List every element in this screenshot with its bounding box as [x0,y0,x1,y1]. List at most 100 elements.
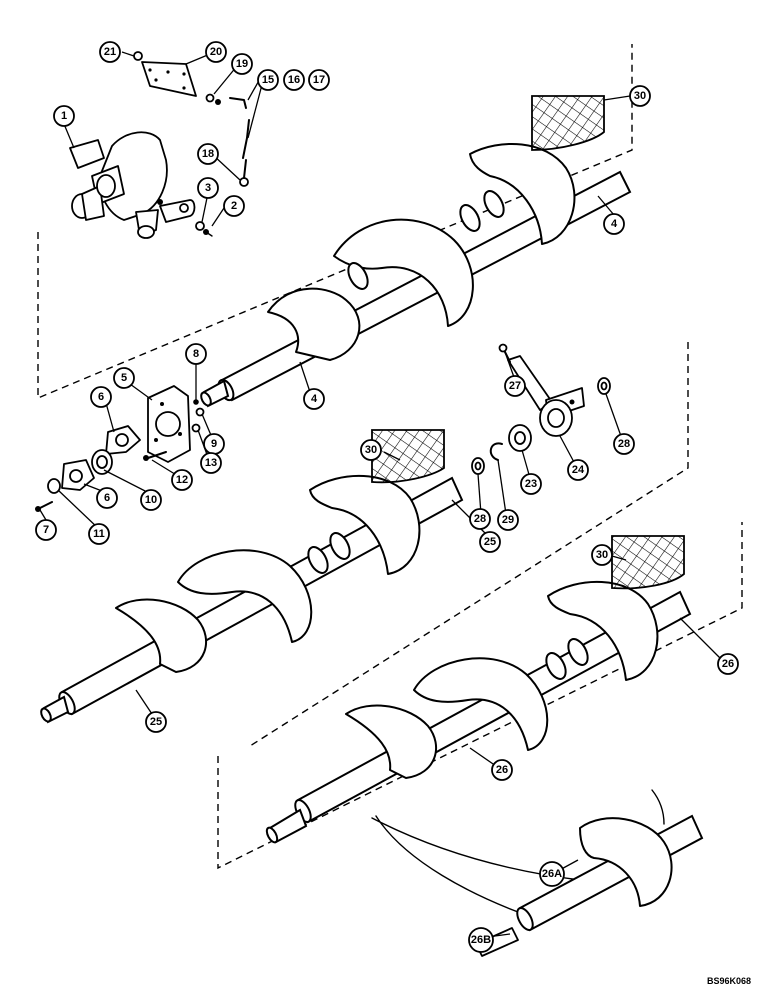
callout-1: 1 [53,105,75,127]
callout-7: 7 [35,519,57,541]
shield-middle [371,429,445,484]
bearing-23 [508,424,532,452]
bearing-plate-5 [147,385,191,463]
svg-text:5: 5 [121,372,127,384]
svg-text:26: 26 [496,764,508,776]
callout-25-upper: 25 [479,531,501,553]
svg-text:1: 1 [61,110,67,122]
svg-text:30: 30 [596,549,608,561]
callout-17: 17 [308,69,330,91]
svg-text:7: 7 [43,524,49,536]
bolt-12 [143,451,167,461]
svg-text:26A: 26A [542,868,562,880]
callout-6-lower: 6 [96,487,118,509]
shield-upper [531,95,605,151]
callout-18: 18 [197,143,219,165]
svg-text:21: 21 [104,46,116,58]
callout-4-upper: 4 [603,213,625,235]
callout-15: 15 [257,69,279,91]
washer-11 [47,478,61,494]
hardware-19 [205,93,221,105]
svg-text:8: 8 [193,348,199,360]
shield-lower [611,535,685,590]
svg-text:2: 2 [231,200,237,212]
svg-text:6: 6 [104,492,110,504]
svg-text:27: 27 [509,380,521,392]
svg-text:24: 24 [572,464,585,476]
svg-text:25: 25 [484,536,496,548]
svg-text:26: 26 [722,658,734,670]
svg-text:15: 15 [262,74,274,86]
callout-25-lower: 25 [145,711,167,733]
svg-text:23: 23 [525,478,537,490]
callout-27: 27 [504,375,526,397]
flange-6-upper [105,425,141,455]
callout-9: 9 [203,433,225,455]
callout-5: 5 [113,367,135,389]
svg-text:4: 4 [311,393,318,405]
callout-4-lower: 4 [303,388,325,410]
callout-3: 3 [197,177,219,199]
bearing-10 [91,449,113,475]
svg-text:25: 25 [150,716,162,728]
callout-2: 2 [223,195,245,217]
svg-text:4: 4 [611,218,618,230]
snap-ring-29 [489,442,503,461]
svg-text:20: 20 [210,46,222,58]
callout-24: 24 [567,459,589,481]
callout-26-lower: 26 [491,759,513,781]
drawing-code: BS96K068 [707,976,751,986]
callout-28-right: 28 [613,433,635,455]
flange-6-lower [61,459,95,491]
svg-text:30: 30 [365,444,377,456]
svg-text:12: 12 [176,474,188,486]
callout-26a: 26A [539,861,565,887]
svg-text:10: 10 [145,494,157,506]
gearbox [69,131,196,239]
hardware-2-3 [195,221,213,237]
svg-text:19: 19 [236,58,248,70]
auger-lower [265,580,692,844]
svg-text:30: 30 [634,90,646,102]
svg-text:3: 3 [205,182,211,194]
assembly-outline-middle [249,342,689,747]
support-arm-24 [507,355,585,437]
svg-text:11: 11 [93,528,105,540]
auger-middle [40,474,464,724]
svg-text:9: 9 [211,438,217,450]
svg-text:29: 29 [502,514,514,526]
shear-bolt-15 [229,97,250,187]
callout-11: 11 [88,523,110,545]
callout-29: 29 [497,509,519,531]
svg-text:28: 28 [618,438,630,450]
svg-text:13: 13 [205,457,217,469]
callout-20: 20 [205,41,227,63]
nut-21 [133,51,143,61]
detail-auger-26a [516,789,704,932]
callout-30-lower: 30 [591,544,613,566]
callout-21: 21 [99,41,121,63]
callout-26-upper: 26 [717,653,739,675]
hardware-8-9-13 [191,399,205,433]
svg-text:6: 6 [98,391,104,403]
svg-text:18: 18 [202,148,214,160]
callout-30-middle: 30 [360,439,382,461]
callout-26b: 26B [468,927,494,953]
svg-text:17: 17 [313,74,325,86]
callout-12: 12 [171,469,193,491]
callout-23: 23 [520,473,542,495]
auger-upper [200,143,632,408]
svg-text:26B: 26B [471,934,491,946]
callout-8: 8 [185,343,207,365]
callout-13: 13 [200,452,222,474]
callout-30-upper: 30 [629,85,651,107]
decal-20 [141,61,197,97]
bolt-27 [498,343,511,363]
washer-28-left [471,457,485,475]
washer-28-right [597,377,611,395]
callout-10: 10 [140,489,162,511]
callout-6-upper: 6 [90,386,112,408]
callout-28-left: 28 [469,508,491,530]
svg-text:28: 28 [474,513,486,525]
